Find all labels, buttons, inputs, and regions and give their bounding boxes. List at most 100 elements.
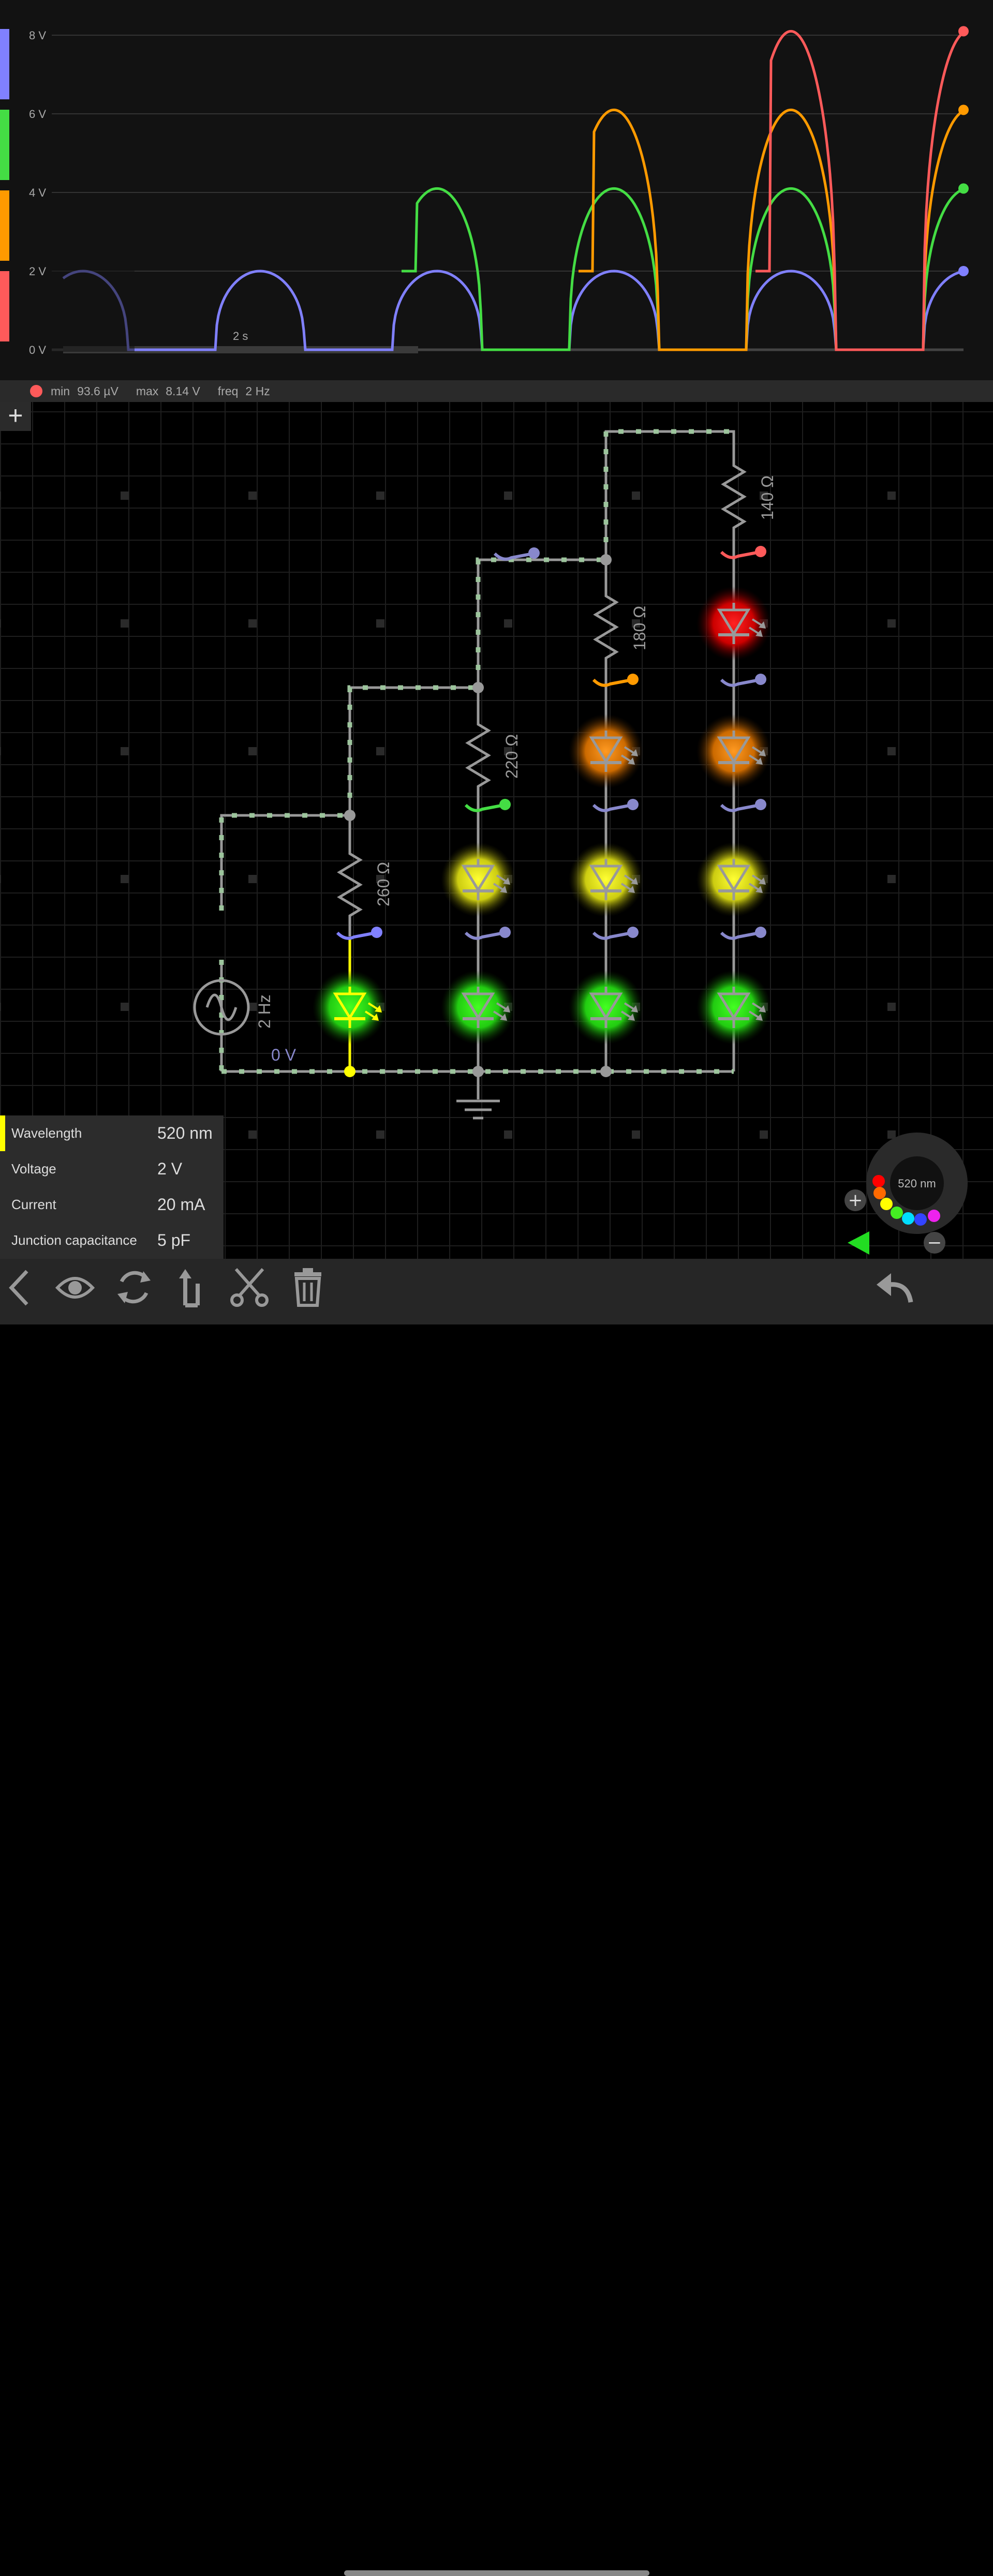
led-yellow[interactable]	[696, 842, 771, 917]
y-tick-4: 4 V	[29, 186, 46, 199]
properties-panel: Wavelength 520 nm Voltage 2 V Current 20…	[0, 1115, 224, 1259]
selection-accent	[0, 1115, 5, 1151]
trace-end-marker	[958, 26, 969, 37]
flip-icon[interactable]	[171, 1266, 212, 1307]
led-array[interactable]	[313, 586, 771, 1045]
probe-handle[interactable]	[592, 927, 639, 940]
rotate-icon[interactable]	[113, 1266, 155, 1307]
led-green[interactable]	[441, 970, 515, 1045]
resistor-180-label: 180 Ω	[630, 606, 649, 650]
property-label: Voltage	[11, 1161, 56, 1177]
oscilloscope-panel[interactable]: 8 V 6 V 4 V 2 V 0 V 2 s	[0, 0, 993, 380]
color-swatch[interactable]	[873, 1187, 886, 1199]
trash-icon[interactable]	[287, 1266, 329, 1307]
time-scale-label: 2 s	[233, 330, 248, 343]
y-tick-6: 6 V	[29, 108, 46, 121]
add-component-button[interactable]: +	[0, 402, 31, 431]
probe-handle[interactable]	[464, 927, 511, 940]
bottom-toolbar	[0, 1259, 993, 2576]
source-frequency-label: 2 Hz	[255, 994, 274, 1029]
trace-series-4	[755, 29, 965, 351]
y-tick-2: 2 V	[29, 265, 46, 278]
color-swatch[interactable]	[880, 1198, 893, 1210]
plus-icon: +	[848, 1190, 863, 1211]
freq-label: freq	[217, 384, 239, 398]
dial-plus-button[interactable]: +	[844, 1189, 866, 1211]
min-label: min	[51, 384, 70, 398]
time-scale-bar[interactable]	[63, 346, 418, 353]
ac-source[interactable]	[193, 979, 250, 1036]
color-swatch[interactable]	[914, 1213, 927, 1226]
trace-end-marker	[958, 183, 969, 194]
y-tick-0: 0 V	[29, 344, 46, 356]
home-indicator	[344, 2570, 649, 2576]
probe-handle[interactable]	[592, 674, 639, 687]
wavelength-swatches[interactable]	[872, 1175, 940, 1226]
led-orange[interactable]	[696, 714, 771, 788]
scope-status-bar: min 93.6 µV max 8.14 V freq 2 Hz	[0, 380, 993, 402]
max-value: 8.14 V	[166, 384, 200, 398]
wavelength-dial[interactable]: 520 nm + −	[838, 1128, 973, 1257]
probe-handle[interactable]	[720, 927, 766, 940]
minus-icon: −	[927, 1232, 942, 1253]
led-yellow[interactable]	[569, 842, 643, 917]
resistor-180[interactable]	[593, 591, 619, 673]
color-swatch[interactable]	[872, 1175, 885, 1187]
channel-2-swatch[interactable]	[0, 110, 9, 180]
led-green[interactable]	[696, 970, 771, 1045]
led-green[interactable]	[313, 970, 387, 1045]
property-value[interactable]: 5 pF	[157, 1231, 191, 1249]
resistor-260-label: 260 Ω	[374, 862, 393, 906]
color-swatch[interactable]	[891, 1207, 903, 1219]
property-label: Wavelength	[11, 1125, 82, 1141]
probe-handle[interactable]	[592, 799, 639, 812]
channel-1-swatch[interactable]	[0, 29, 9, 99]
led-red[interactable]	[696, 586, 771, 661]
dial-minus-button[interactable]: −	[924, 1232, 945, 1254]
property-row-junction-capacitance[interactable]: Junction capacitance 5 pF	[0, 1223, 224, 1258]
led-green[interactable]	[569, 970, 643, 1045]
color-swatch[interactable]	[928, 1210, 940, 1222]
junction-nodes[interactable]	[344, 554, 612, 1077]
eye-icon[interactable]	[54, 1266, 96, 1307]
property-label: Current	[11, 1197, 56, 1212]
dial-pointer-icon[interactable]	[848, 1231, 869, 1255]
channel-3-swatch[interactable]	[0, 190, 9, 261]
property-value[interactable]: 2 V	[157, 1159, 183, 1178]
max-label: max	[136, 384, 159, 398]
back-icon[interactable]	[0, 1266, 41, 1307]
resistor-140[interactable]	[721, 460, 747, 533]
ground-symbol[interactable]	[456, 1099, 500, 1120]
undo-icon[interactable]	[873, 1266, 915, 1307]
property-row-voltage[interactable]: Voltage 2 V	[0, 1151, 224, 1187]
property-row-current[interactable]: Current 20 mA	[0, 1187, 224, 1223]
scope-chart: 8 V 6 V 4 V 2 V 0 V 2 s	[29, 26, 969, 356]
property-label: Junction capacitance	[11, 1232, 137, 1248]
probe-handle[interactable]	[493, 547, 540, 561]
led-yellow[interactable]	[441, 842, 515, 917]
cut-icon[interactable]	[229, 1266, 270, 1307]
channel-4-swatch[interactable]	[0, 271, 9, 341]
resistor-220[interactable]	[465, 719, 491, 805]
dial-value: 520 nm	[898, 1177, 936, 1190]
color-swatch[interactable]	[902, 1212, 914, 1225]
y-tick-8: 8 V	[29, 29, 46, 42]
probe-handle[interactable]	[720, 674, 766, 687]
node-voltage-label: 0 V	[271, 1046, 297, 1064]
voltage-probes[interactable]	[336, 546, 766, 940]
probe-handle[interactable]	[464, 799, 511, 812]
resistor-260[interactable]	[337, 848, 363, 921]
resistor-220-label: 220 Ω	[502, 734, 521, 779]
probe-handle[interactable]	[720, 546, 766, 559]
trace-end-marker	[958, 105, 969, 115]
property-value[interactable]: 20 mA	[157, 1195, 205, 1214]
freq-value: 2 Hz	[245, 384, 270, 398]
probe-handle[interactable]	[720, 799, 766, 812]
min-value: 93.6 µV	[77, 384, 118, 398]
led-orange[interactable]	[569, 714, 643, 788]
trace-end-marker	[958, 266, 969, 276]
property-value[interactable]: 520 nm	[157, 1124, 213, 1142]
selected-channel-dot[interactable]	[30, 385, 42, 397]
probe-handle[interactable]	[336, 927, 382, 940]
property-row-wavelength[interactable]: Wavelength 520 nm	[0, 1115, 224, 1151]
